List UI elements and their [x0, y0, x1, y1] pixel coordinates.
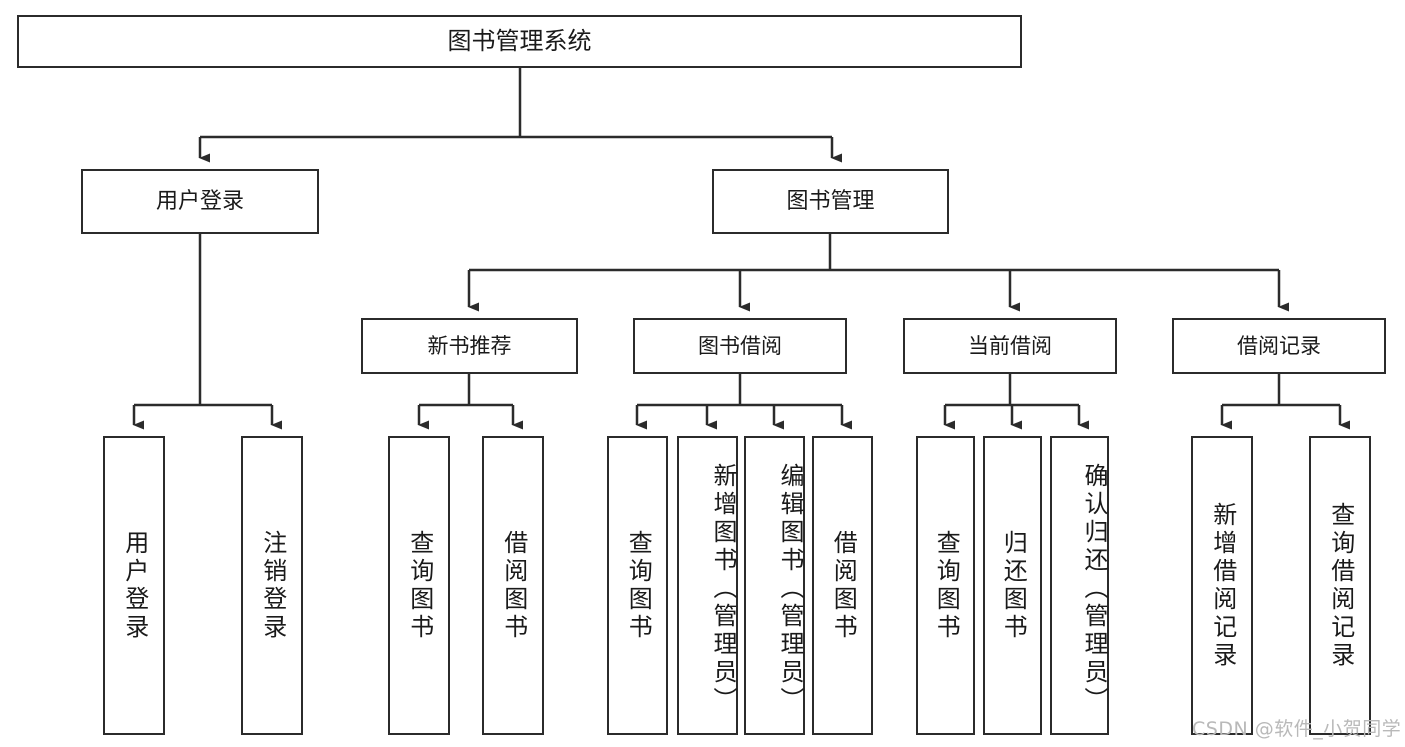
leaf-query-book-borrow[interactable]: 查询图书	[607, 436, 668, 735]
leaf-borrow-book[interactable]: 借阅图书	[812, 436, 873, 735]
leaf-query-borrow-record[interactable]: 查询借阅记录	[1309, 436, 1371, 735]
node-root-system[interactable]: 图书管理系统	[17, 15, 1022, 68]
leaf-query-book-current[interactable]: 查询图书	[916, 436, 975, 735]
node-book-management[interactable]: 图书管理	[712, 169, 949, 234]
leaf-user-login[interactable]: 用户登录	[103, 436, 165, 735]
node-book-borrow[interactable]: 图书借阅	[633, 318, 847, 374]
leaf-confirm-return-admin[interactable]: 确认归还（管理员）	[1050, 436, 1109, 735]
leaf-logout-login[interactable]: 注销登录	[241, 436, 303, 735]
node-new-book-recommend[interactable]: 新书推荐	[361, 318, 578, 374]
leaf-add-book-admin[interactable]: 新增图书（管理员）	[677, 436, 738, 735]
node-user-login[interactable]: 用户登录	[81, 169, 319, 234]
leaf-borrow-book-recommend[interactable]: 借阅图书	[482, 436, 544, 735]
csdn-watermark: CSDN @软件_小贺同学	[1192, 718, 1402, 740]
leaf-query-book-recommend[interactable]: 查询图书	[388, 436, 450, 735]
leaf-add-borrow-record[interactable]: 新增借阅记录	[1191, 436, 1253, 735]
leaf-edit-book-admin[interactable]: 编辑图书（管理员）	[744, 436, 805, 735]
node-borrow-records[interactable]: 借阅记录	[1172, 318, 1386, 374]
node-current-borrow[interactable]: 当前借阅	[903, 318, 1117, 374]
leaf-return-book[interactable]: 归还图书	[983, 436, 1042, 735]
